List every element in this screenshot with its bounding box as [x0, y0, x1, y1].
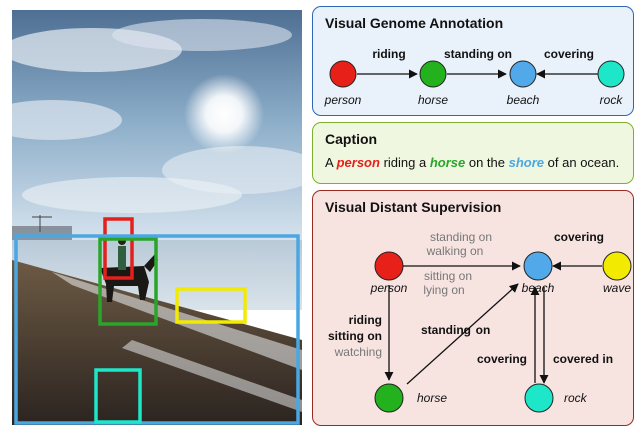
vg-edge-label-covering: covering: [544, 47, 594, 61]
vds-node-label-horse: horse: [417, 391, 447, 405]
vds-label-covered-in: covered in: [553, 352, 613, 366]
vds-label-sitting-on-horse: sitting on: [328, 329, 382, 343]
distant-supervision-title: Visual Distant Supervision: [325, 199, 502, 215]
vds-node-rock: [524, 383, 554, 413]
vds-node-label-beach: beach: [522, 281, 555, 295]
caption-suffix: of an ocean.: [547, 155, 620, 170]
visual-genome-panel: Visual Genome Annotation riding standing…: [312, 6, 634, 116]
vg-node-beach: [509, 60, 537, 88]
caption-horse: horse: [429, 155, 466, 170]
vg-edge-label-riding: riding: [372, 47, 405, 61]
vg-node-person: [329, 60, 357, 88]
horse-box: [98, 237, 158, 326]
vg-node-label-horse: horse: [418, 93, 448, 107]
vds-label-watching: watching: [334, 345, 382, 359]
vds-node-person: [374, 251, 404, 281]
caption-shore: shore: [508, 155, 545, 170]
wave-box: [175, 287, 247, 324]
vds-label-riding: riding: [349, 313, 382, 327]
vg-node-label-person: person: [324, 93, 362, 107]
beach-box: [14, 234, 300, 425]
beach-photo: [12, 10, 302, 425]
distant-supervision-graph: standing on walking on sitting on lying …: [328, 230, 632, 413]
caption-person: person: [336, 155, 380, 170]
vg-node-horse: [419, 60, 447, 88]
distant-supervision-panel: Visual Distant Supervision standing on w…: [312, 190, 634, 426]
vds-node-wave: [602, 251, 632, 281]
vds-label-sitting-on: sitting on: [424, 269, 472, 283]
vds-edge-horse-beach: [406, 283, 519, 385]
vds-node-label-person: person: [370, 281, 408, 295]
vg-node-label-rock: rock: [600, 93, 624, 107]
vds-node-label-wave: wave: [603, 281, 631, 295]
rock-box: [94, 368, 142, 424]
caption-title: Caption: [325, 131, 378, 147]
vds-label-walking-on: walking on: [426, 244, 484, 258]
visual-genome-graph: riding standing on covering person horse…: [324, 47, 625, 107]
caption-mid1: riding a: [383, 155, 427, 170]
vds-label-standing-on-horse-beach: on: [476, 323, 491, 337]
vds-label-lying-on: lying on: [423, 283, 464, 297]
vds-label-rock-covering: covering: [477, 352, 527, 366]
visual-genome-title: Visual Genome Annotation: [325, 15, 504, 31]
vds-label-wave-covering: covering: [554, 230, 604, 244]
vds-label-standing: standing: [421, 323, 471, 337]
caption-panel: Caption A person riding a horse on the s…: [312, 122, 634, 184]
vds-label-standing-on: standing on: [430, 230, 492, 244]
vg-edge-label-standing-on: standing on: [444, 47, 512, 61]
person-box: [103, 217, 134, 280]
caption-prefix: A: [325, 155, 333, 170]
vg-node-label-beach: beach: [507, 93, 540, 107]
vds-node-beach: [523, 251, 553, 281]
vg-node-rock: [597, 60, 625, 88]
caption-mid2: on the: [468, 155, 506, 170]
vds-node-horse: [374, 383, 404, 413]
caption-sentence: A person riding a horse on the shore of …: [325, 155, 619, 170]
vds-node-label-rock: rock: [564, 391, 588, 405]
